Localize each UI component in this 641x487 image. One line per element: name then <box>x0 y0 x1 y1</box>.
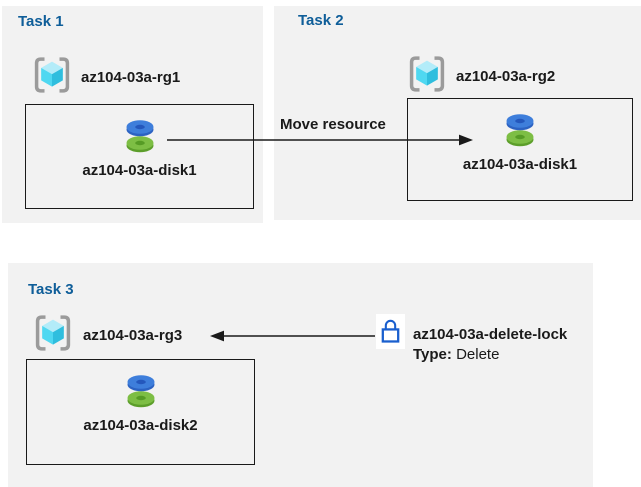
task1-disk-label: az104-03a-disk1 <box>82 162 197 179</box>
task1-resource-box: az104-03a-disk1 <box>25 104 254 209</box>
lock-chip <box>376 314 405 349</box>
task1-title: Task 1 <box>18 13 64 30</box>
task1-panel <box>2 6 263 223</box>
lock-annotation: az104-03a-delete-lock Type: Delete <box>413 325 567 365</box>
resource-group-icon <box>34 57 70 93</box>
task3-title: Task 3 <box>28 281 74 298</box>
lock-name: az104-03a-delete-lock <box>413 326 568 343</box>
task3-disk-label: az104-03a-disk2 <box>83 417 198 434</box>
move-resource-label: Move resource <box>280 116 386 133</box>
task1-resource-group-label: az104-03a-rg1 <box>81 69 181 86</box>
task3-resource-box: az104-03a-disk2 <box>26 359 255 465</box>
task2-disk-label: az104-03a-disk1 <box>462 156 578 173</box>
disk-icon <box>126 120 153 153</box>
task3-panel <box>8 263 593 487</box>
task2-title: Task 2 <box>298 12 344 29</box>
resource-group-icon <box>35 315 71 351</box>
task2-resource-group-label: az104-03a-rg2 <box>456 68 556 85</box>
disk-icon <box>506 114 534 147</box>
lock-icon <box>381 319 400 343</box>
resource-group-icon <box>409 56 445 92</box>
task3-resource-group-label: az104-03a-rg3 <box>83 327 183 344</box>
lock-type-label: Type: <box>413 346 452 363</box>
lock-type-row: Type: Delete <box>413 345 567 365</box>
disk-icon <box>127 375 154 408</box>
task2-panel <box>274 6 641 220</box>
lock-type-value: Delete <box>456 346 500 363</box>
task2-resource-box: az104-03a-disk1 <box>407 98 633 201</box>
